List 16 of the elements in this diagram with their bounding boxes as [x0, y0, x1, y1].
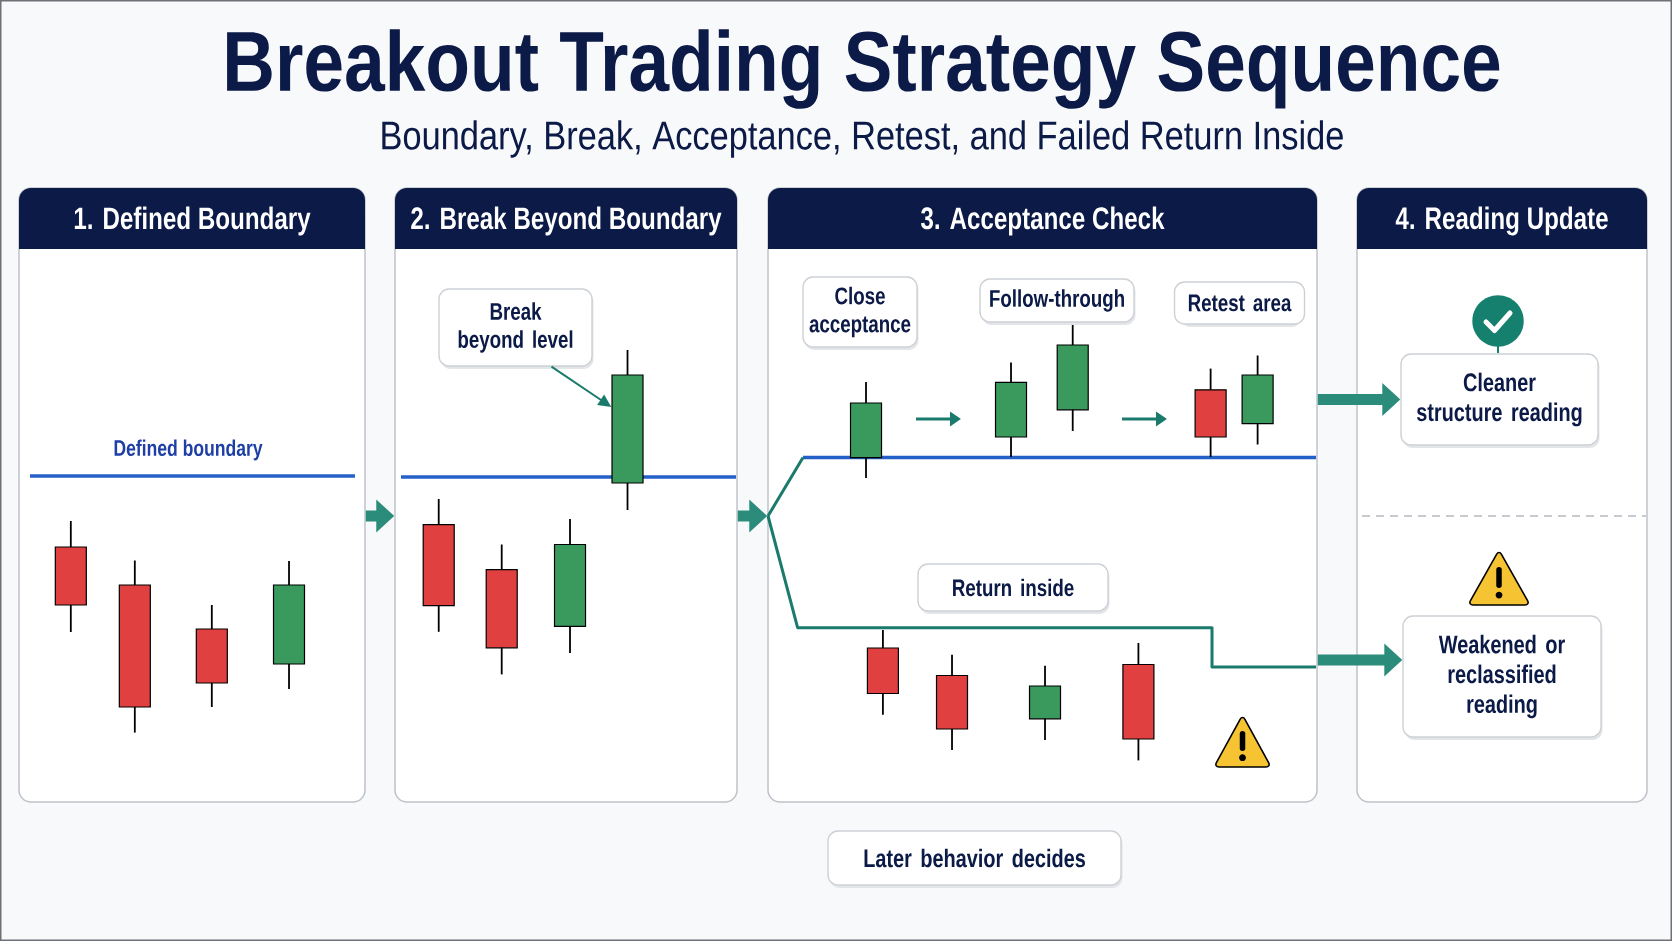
callout-box: Follow-through: [979, 278, 1136, 325]
panel-header: 4. Reading Update: [1357, 188, 1647, 249]
line-label: Defined boundary: [114, 439, 263, 461]
result-box: Cleaner structure reading: [1400, 353, 1600, 448]
result-box: Weakened or reclassified reading: [1402, 615, 1603, 740]
callout-box: Close acceptance: [802, 276, 919, 350]
candlestick: [611, 349, 644, 511]
subtitle: Boundary, Break, Acceptance, Retest, and Failed Return Inside: [382, 120, 1343, 158]
panel-header: 1. Defined Boundary: [19, 188, 365, 249]
callout-box: Later behavior decides: [827, 830, 1123, 888]
panel-header: 3. Acceptance Check: [768, 188, 1317, 249]
panel-header: 2. Break Beyond Boundary: [395, 188, 737, 249]
title: Breakout Trading Strategy Sequence: [227, 29, 1500, 109]
callout-box: Retest area: [1173, 281, 1306, 327]
callout-box: Break beyond level: [438, 288, 594, 369]
callout-box: Return inside: [917, 563, 1110, 614]
